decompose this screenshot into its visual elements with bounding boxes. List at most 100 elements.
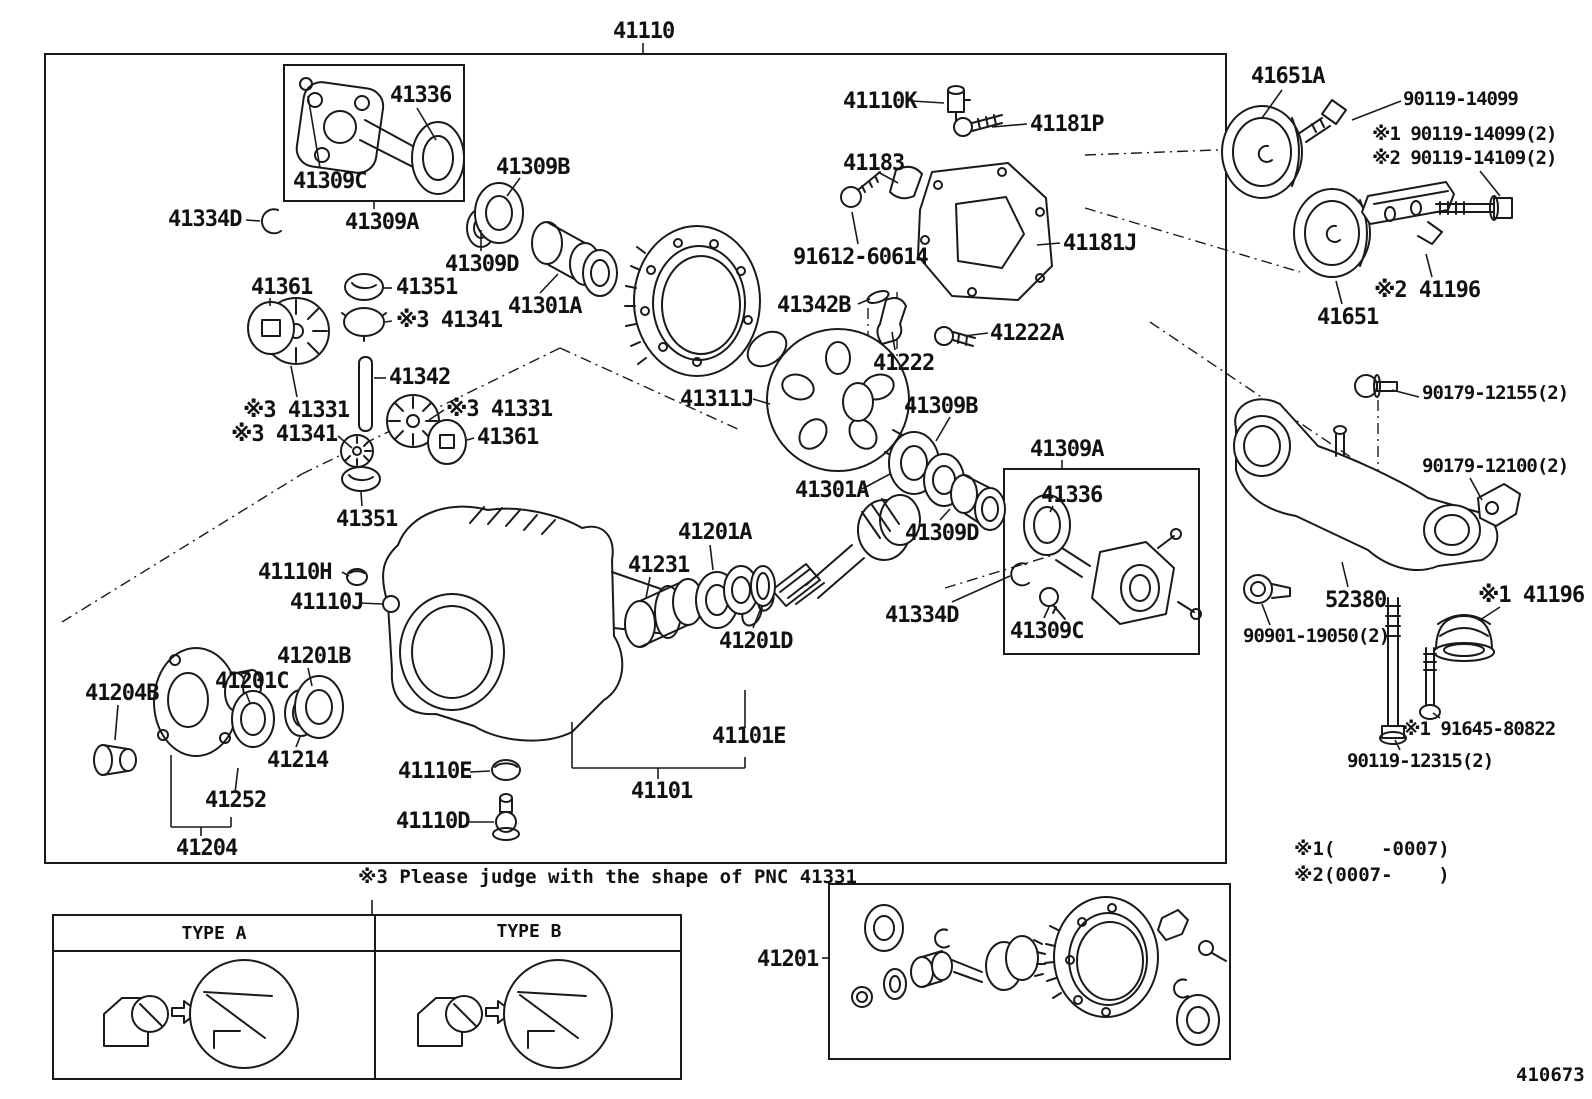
snap-ring-41334d-mid-drawing (1010, 562, 1030, 587)
part-label-41101: 41101 (631, 779, 693, 804)
type-comparison-table: TYPE A TYPE B (52, 914, 682, 1080)
oring-41201d-drawing (750, 565, 776, 607)
part-label-41110j: 41110J (290, 590, 364, 615)
bolt-91645-80822-drawing (1419, 647, 1441, 720)
spider-gear-41341-lower-drawing (340, 434, 374, 468)
part-label-41110: 41110 (613, 19, 675, 44)
side-gear-washer-41361-left-drawing (247, 301, 295, 355)
part-label-90179-12155-2: 90179-12155(2) (1422, 382, 1569, 404)
part-label-41204: 41204 (176, 836, 238, 861)
part-label-41110e: 41110E (398, 759, 472, 784)
part-label-41336: 41336 (1041, 483, 1103, 508)
part-label-41222: 41222 (873, 351, 935, 376)
part-label-41201b: 41201B (277, 644, 351, 669)
bearing-41201b-drawing (294, 675, 344, 739)
thrust-washer-41351-top-drawing (344, 273, 384, 301)
part-label-41361: 41361 (477, 425, 539, 450)
side-gear-washer-41361-right-drawing (427, 419, 467, 465)
breather-plug-41183-drawing (889, 165, 923, 200)
type-a-artwork (103, 959, 299, 1069)
part-label-41361: 41361 (251, 275, 313, 300)
part-label-1-41196: ※1 41196 (1478, 583, 1585, 608)
part-label-41309a: 41309A (345, 210, 419, 235)
part-label-41309c: 41309C (1010, 619, 1084, 644)
rear-cover-41181j-drawing (917, 162, 1053, 301)
bolt-41181p-drawing (953, 114, 1003, 137)
part-label-41204b: 41204B (85, 681, 159, 706)
part-label-41252: 41252 (205, 788, 267, 813)
part-label-41309b: 41309B (904, 394, 978, 419)
plug-41204b-drawing (93, 744, 137, 776)
type-a-header: TYPE A (181, 922, 247, 944)
pinion-shaft-41342-drawing (358, 356, 373, 432)
bearing-41309b-top-drawing (466, 182, 524, 248)
inset-box-41309a-top (283, 64, 465, 202)
part-label-41101e: 41101E (712, 724, 786, 749)
part-label-41651a: 41651A (1251, 64, 1325, 89)
bolt-90119-14109-drawing (1435, 195, 1513, 221)
part-label-52380: 52380 (1325, 588, 1387, 613)
side-bearing-retainer-flange-drawing (295, 77, 465, 195)
part-label-41351: 41351 (336, 507, 398, 532)
part-label-41181p: 41181P (1030, 112, 1104, 137)
part-label-41201: 41201 (757, 947, 819, 972)
part-label-41110k: 41110K (843, 89, 917, 114)
note-judge-pnc41331: ※3 Please judge with the shape of PNC 41… (358, 866, 857, 888)
part-label-41309c: 41309C (293, 169, 367, 194)
part-label-41334d: 41334D (885, 603, 959, 628)
construction-lines (61, 148, 1379, 623)
part-label-91612-60614: 91612-60614 (793, 245, 929, 270)
part-label-1-91645-80822: ※1 91645-80822 (1402, 718, 1556, 740)
part-label-41309d: 41309D (905, 521, 979, 546)
part-label-41309a: 41309A (1030, 437, 1104, 462)
bolt-90179-12155-drawing (1354, 374, 1398, 398)
part-label-90119-14099: 90119-14099 (1403, 88, 1519, 110)
part-label-3-41331: ※3 41331 (446, 397, 553, 422)
part-label-41651: 41651 (1317, 305, 1379, 330)
part-label-41309d: 41309D (445, 252, 519, 277)
note-range-1: ※1( -0007) (1294, 838, 1450, 860)
part-label-41181j: 41181J (1063, 231, 1137, 256)
part-label-90119-12315-2: 90119-12315(2) (1347, 750, 1494, 772)
bolt-90901-19050-drawing (1243, 574, 1291, 604)
inset-box-41309a-right (1003, 468, 1200, 655)
leader-lines (114, 43, 1501, 959)
rear-subframe-52380-drawing (1233, 398, 1499, 571)
part-label-90901-19050-2: 90901-19050(2) (1243, 625, 1390, 647)
part-label-41309b: 41309B (496, 155, 570, 180)
stud-41110d-drawing (492, 793, 520, 841)
part-label-41201a: 41201A (678, 520, 752, 545)
plug-41110h-drawing (346, 568, 368, 586)
part-label-3-41331: ※3 41331 (243, 398, 350, 423)
bolt-91612-drawing (840, 171, 881, 208)
part-label-41342b: 41342B (777, 293, 851, 318)
part-label-3-41341: ※3 41341 (231, 422, 338, 447)
spacer-41301a-top-drawing (531, 221, 618, 297)
bracket-41196-upper-drawing (1361, 181, 1455, 245)
part-label-41342: 41342 (389, 365, 451, 390)
part-label-41311j: 41311J (680, 387, 754, 412)
part-label-1-90119-14099-2: ※1 90119-14099(2) (1372, 123, 1557, 145)
thrust-washer-41351-lower-drawing (341, 466, 381, 492)
inset-box-41201-kit (828, 883, 1231, 1060)
spider-gear-41331-right-drawing (386, 394, 440, 448)
plug-41110e-drawing (491, 759, 521, 781)
part-label-41336: 41336 (390, 83, 452, 108)
main-diagram-frame (44, 53, 1227, 864)
note-range-2: ※2(0007- ) (1294, 864, 1450, 886)
snap-ring-41334d-drawing (260, 208, 282, 235)
part-label-90179-12100-2: 90179-12100(2) (1422, 455, 1569, 477)
part-label-3-41341: ※3 41341 (396, 308, 503, 333)
part-label-41110d: 41110D (396, 809, 470, 834)
part-label-41201c: 41201C (215, 669, 289, 694)
cushion-41196-lower-drawing (1433, 614, 1495, 662)
part-label-2-90119-14109-2: ※2 90119-14109(2) (1372, 147, 1557, 169)
part-label-41301a: 41301A (795, 478, 869, 503)
ring-gear-drawing (624, 225, 761, 377)
spacer-41301a-mid-drawing (950, 474, 1006, 531)
part-label-41214: 41214 (267, 748, 329, 773)
part-label-41351: 41351 (396, 275, 458, 300)
bolt-90119-14099-drawing (1297, 99, 1347, 143)
